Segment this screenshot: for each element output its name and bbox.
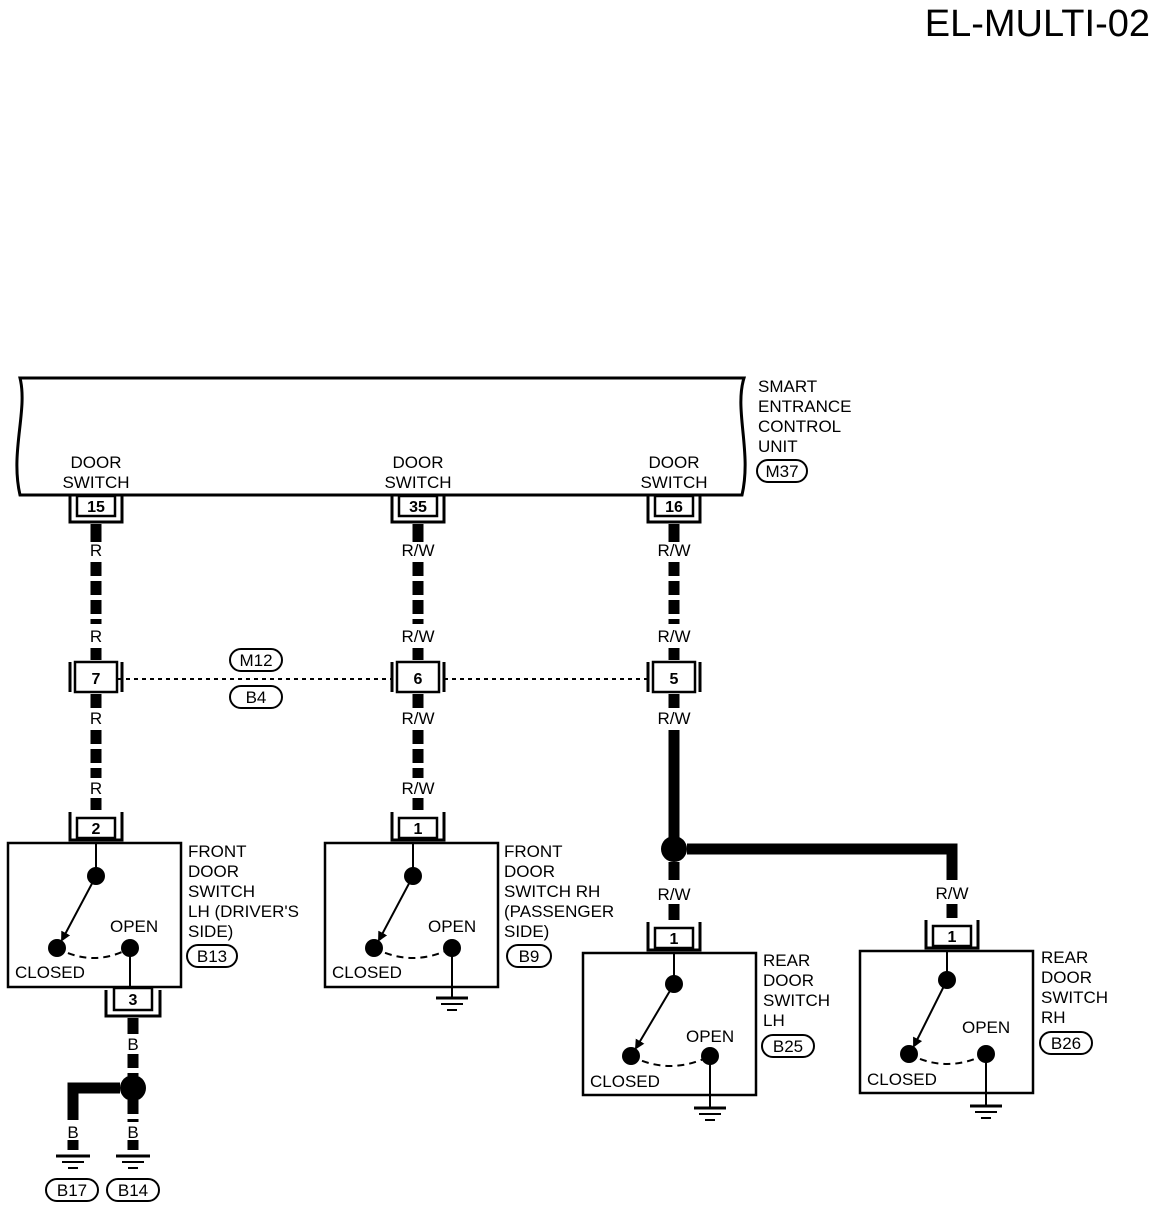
svg-text:DOOR: DOOR xyxy=(1041,968,1092,987)
front-rh-connector: B9 xyxy=(519,947,540,966)
ground-symbol-left xyxy=(56,1154,90,1169)
rear-lh-open: OPEN xyxy=(686,1027,734,1046)
terminal-16-label-2: SWITCH xyxy=(640,473,707,492)
svg-text:DOOR: DOOR xyxy=(188,862,239,881)
terminal-15-label-1: DOOR xyxy=(71,453,122,472)
joint-pin-7: 7 xyxy=(92,671,101,688)
wire-15-color-b: R xyxy=(90,627,102,646)
front-rh-closed: CLOSED xyxy=(332,963,402,982)
svg-text:DOOR: DOOR xyxy=(504,862,555,881)
wire-35-color-d: R/W xyxy=(401,779,434,798)
ground-symbol-right xyxy=(116,1154,150,1169)
wire-column-15: R R R R xyxy=(90,524,102,810)
control-unit-name-1: SMART xyxy=(758,377,817,396)
joint-pin-5: 5 xyxy=(670,671,679,688)
svg-text:RH: RH xyxy=(1041,1008,1066,1027)
rear-rh-pin-top: 1 xyxy=(948,929,957,946)
front-lh-open: OPEN xyxy=(110,917,158,936)
rear-junction: R/W R/W xyxy=(657,836,969,920)
svg-text:16: 16 xyxy=(665,499,683,516)
front-rh-pin-top: 1 xyxy=(414,821,423,838)
ground-main-color: B xyxy=(127,1035,138,1054)
svg-text:REAR: REAR xyxy=(1041,948,1088,967)
wire-column-16: R/W R/W R/W xyxy=(657,524,691,840)
terminal-pin-16: 16 xyxy=(646,494,702,524)
control-unit-connector-pill xyxy=(756,459,808,483)
terminal-35-label-1: DOOR xyxy=(393,453,444,472)
wire-15-color-d: R xyxy=(90,779,102,798)
rear-lh-pin-top: 1 xyxy=(670,931,679,948)
page-id: EL-MULTI-02 xyxy=(925,3,1150,45)
front-door-switch-lh: 2 OPEN CLOSED FRONT DOOR SWITCH LH (DRIV… xyxy=(6,812,299,1018)
ground-b17: B17 xyxy=(57,1181,87,1200)
front-lh-connector: B13 xyxy=(197,947,227,966)
control-unit: SMART ENTRANCE CONTROL UNIT M37 DOOR SWI… xyxy=(15,376,852,497)
rear-lh-connector: B25 xyxy=(773,1037,803,1056)
svg-text:LH: LH xyxy=(763,1011,785,1030)
ground-wiring: B B B B17 B14 xyxy=(45,1018,160,1202)
terminal-16-label-1: DOOR xyxy=(649,453,700,472)
rear-rh-open: OPEN xyxy=(962,1018,1010,1037)
terminal-pin-15: 15 xyxy=(68,494,124,524)
rear-door-switch-lh: 1 OPEN CLOSED REAR DOOR SWITCH LH B25 xyxy=(581,922,830,1121)
svg-text:(PASSENGER: (PASSENGER xyxy=(504,902,614,921)
ground-b14: B14 xyxy=(118,1181,148,1200)
rear-rh-closed: CLOSED xyxy=(867,1070,937,1089)
rear-lh-closed: CLOSED xyxy=(590,1072,660,1091)
svg-text:SIDE): SIDE) xyxy=(188,922,233,941)
rear-lh-wire-color: R/W xyxy=(657,885,690,904)
rear-rh-connector: B26 xyxy=(1051,1034,1081,1053)
svg-text:SWITCH: SWITCH xyxy=(763,991,830,1010)
joint-connector-lower: B4 xyxy=(246,688,267,707)
wire-15-color-c: R xyxy=(90,709,102,728)
wire-16-color-c: R/W xyxy=(657,709,690,728)
wire-35-color-b: R/W xyxy=(401,627,434,646)
front-door-switch-rh: 1 OPEN CLOSED FRONT DOOR SWITCH RH (PASS… xyxy=(323,812,614,1011)
svg-text:35: 35 xyxy=(409,499,427,516)
terminal-pin-35: 35 xyxy=(390,494,446,524)
terminal-35-label-2: SWITCH xyxy=(384,473,451,492)
svg-text:15: 15 xyxy=(87,499,105,516)
terminal-15-label-2: SWITCH xyxy=(62,473,129,492)
front-rh-open: OPEN xyxy=(428,917,476,936)
control-unit-name-2: ENTRANCE xyxy=(758,397,852,416)
control-unit-name-4: UNIT xyxy=(758,437,798,456)
front-lh-pin-top: 2 xyxy=(92,821,101,838)
front-lh-pin-bottom: 3 xyxy=(129,992,138,1009)
wire-16-color-a: R/W xyxy=(657,541,690,560)
joint-connector-upper: M12 xyxy=(239,651,272,670)
svg-text:FRONT: FRONT xyxy=(188,842,247,861)
front-lh-closed: CLOSED xyxy=(15,963,85,982)
wire-35-color-c: R/W xyxy=(401,709,434,728)
ground-left-color: B xyxy=(67,1123,78,1142)
wire-15-color-a: R xyxy=(90,541,102,560)
joint-connector: 7 6 5 M12 B4 xyxy=(68,648,702,709)
svg-text:SWITCH: SWITCH xyxy=(188,882,255,901)
svg-text:REAR: REAR xyxy=(763,951,810,970)
svg-text:LH (DRIVER'S: LH (DRIVER'S xyxy=(188,902,299,921)
svg-text:SIDE): SIDE) xyxy=(504,922,549,941)
svg-text:SWITCH: SWITCH xyxy=(1041,988,1108,1007)
rear-door-switch-rh: 1 OPEN CLOSED REAR DOOR SWITCH RH B26 xyxy=(858,920,1108,1119)
joint-connector-upper-pill xyxy=(229,648,283,672)
control-unit-connector: M37 xyxy=(765,462,798,481)
svg-text:SWITCH RH: SWITCH RH xyxy=(504,882,600,901)
rear-rh-wire-color: R/W xyxy=(935,884,968,903)
joint-connector-lower-pill xyxy=(229,685,283,709)
joint-pin-6: 6 xyxy=(414,671,423,688)
svg-text:FRONT: FRONT xyxy=(504,842,563,861)
svg-text:DOOR: DOOR xyxy=(763,971,814,990)
ground-right-color: B xyxy=(127,1123,138,1142)
wire-16-color-b: R/W xyxy=(657,627,690,646)
wire-column-35: R/W R/W R/W R/W xyxy=(401,524,435,810)
control-unit-name-3: CONTROL xyxy=(758,417,841,436)
wire-35-color-a: R/W xyxy=(401,541,434,560)
